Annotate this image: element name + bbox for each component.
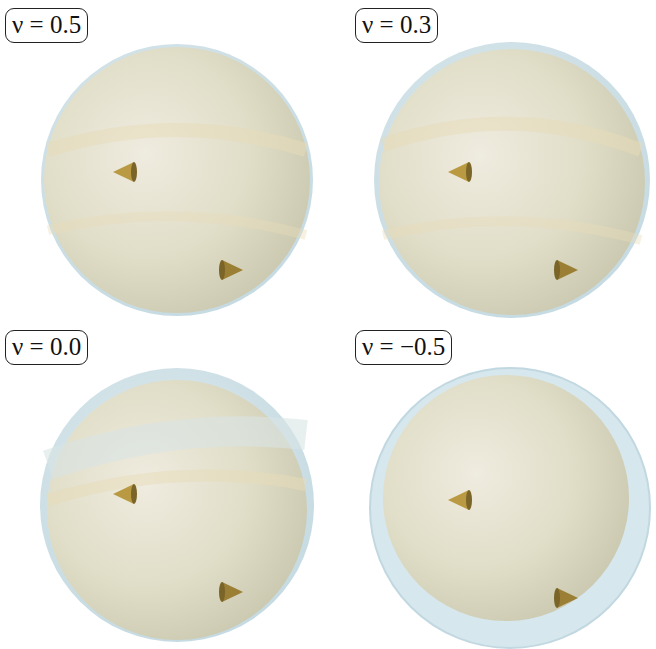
sphere xyxy=(370,368,650,648)
parameter-label: ν = 0.3 xyxy=(362,11,431,38)
parameter-label: ν = 0.5 xyxy=(12,11,81,38)
label-box: ν = 0.3 xyxy=(355,8,438,43)
label-box: ν = 0.5 xyxy=(5,8,88,43)
sphere xyxy=(374,42,650,318)
parameter-label: ν = −0.5 xyxy=(362,333,445,360)
label-box: ν = 0.0 xyxy=(5,330,88,365)
sphere xyxy=(41,44,313,316)
parameter-label: ν = 0.0 xyxy=(12,333,81,360)
sphere xyxy=(40,368,314,642)
label-box: ν = −0.5 xyxy=(355,330,452,365)
